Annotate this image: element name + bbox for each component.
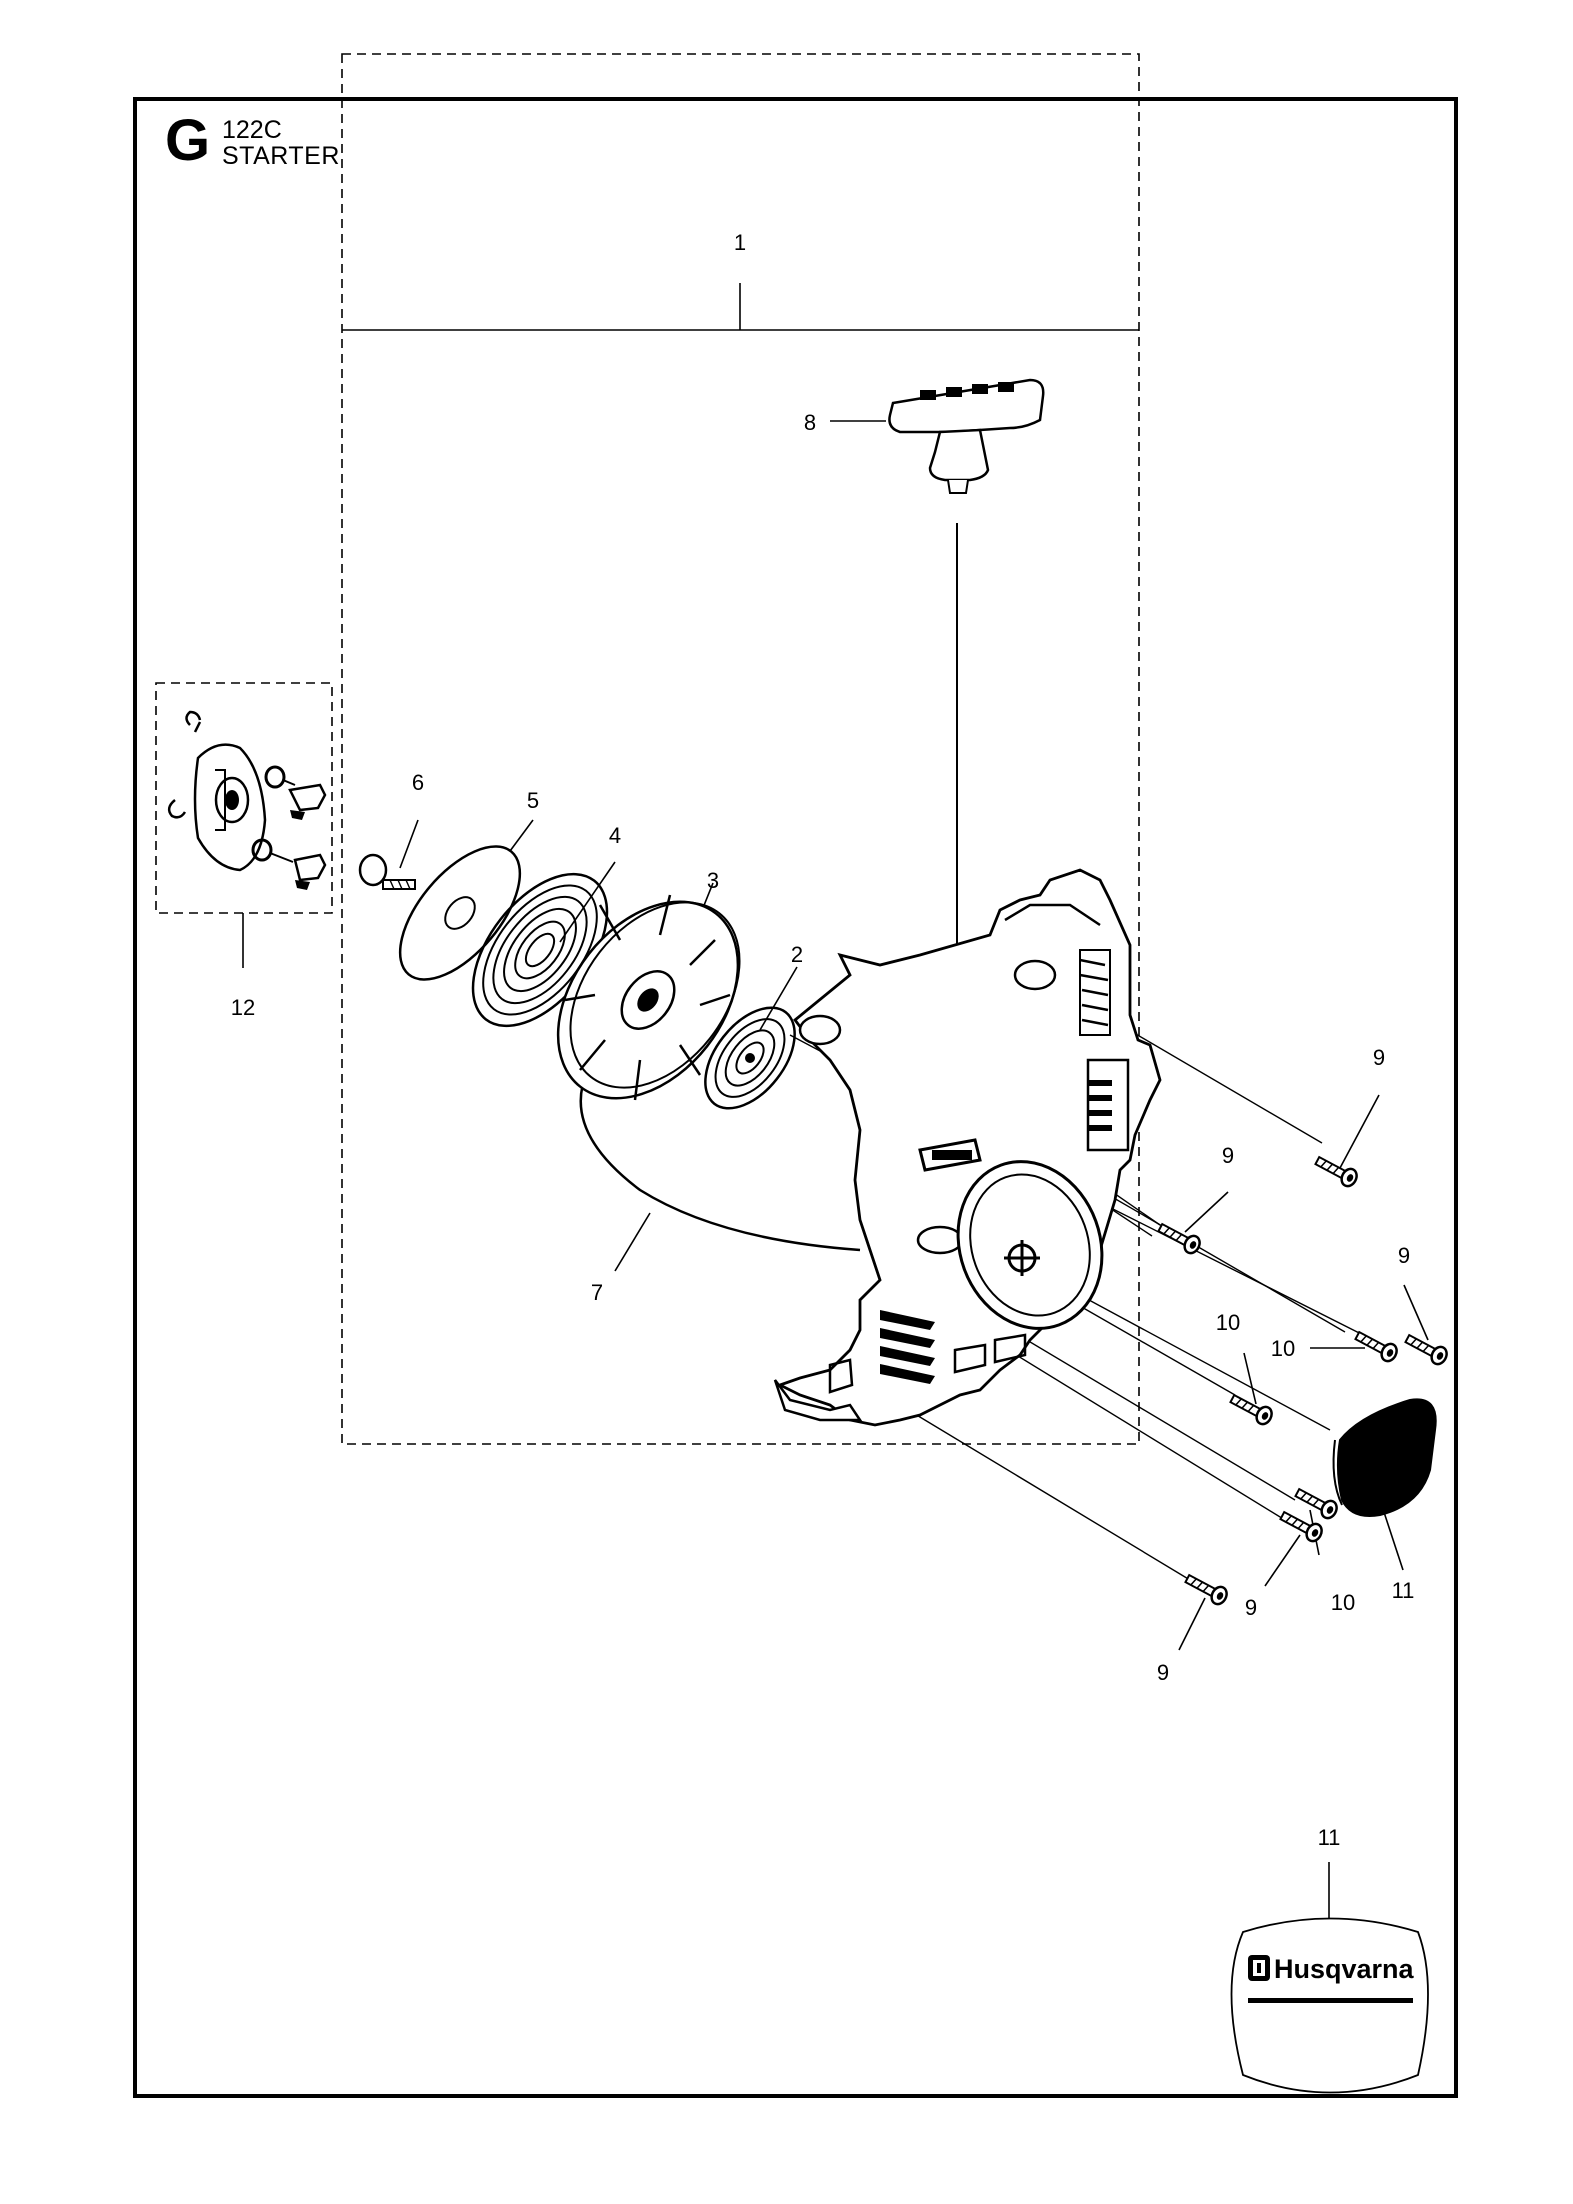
- bolt-9-bottom: [1181, 1569, 1231, 1608]
- callout-3: 3: [707, 868, 719, 893]
- rope-pulley: [556, 894, 741, 1101]
- assembly-1-boundary: [341, 53, 1140, 1445]
- callout-9-a: 9: [1373, 1045, 1385, 1070]
- starter-decal: [1336, 1398, 1437, 1517]
- callout-6: 6: [412, 770, 424, 795]
- callout-11: 11: [1392, 1578, 1415, 1603]
- bolt-10-lower: [1291, 1483, 1341, 1522]
- callout-7: 7: [591, 1280, 603, 1305]
- section-letter: G: [165, 108, 211, 173]
- callout-1: 1: [734, 230, 746, 255]
- callout-9-c: 9: [1398, 1243, 1410, 1268]
- starter-handle: [888, 378, 1045, 494]
- center-screw: [358, 853, 416, 890]
- bolt-9-lower: [1276, 1506, 1326, 1545]
- callout-10-c: 10: [1331, 1590, 1355, 1615]
- decal-edge: [1332, 1439, 1343, 1506]
- callout-10-a: 10: [1216, 1310, 1240, 1335]
- husqvarna-logo-text: Husqvarna: [1274, 1954, 1415, 1984]
- page-frame: [133, 97, 1458, 2098]
- rope-loop: [579, 1069, 861, 1252]
- callout-5: 5: [527, 788, 539, 813]
- model-number: 122C: [222, 116, 282, 144]
- section-title: STARTER: [222, 142, 340, 170]
- bolt-9-mid: [1154, 1218, 1204, 1257]
- bolt-9-upper-right: [1311, 1151, 1361, 1190]
- callout-8: 8: [804, 410, 816, 435]
- callout-9-b: 9: [1222, 1143, 1234, 1168]
- decal-detail: [1230, 1917, 1429, 2094]
- leader-lines: [242, 283, 1429, 1932]
- callout-4: 4: [609, 823, 621, 848]
- bolt-10-right: [1351, 1326, 1401, 1365]
- pawl-spring: [704, 1006, 796, 1110]
- callout-10-b: 10: [1271, 1336, 1295, 1361]
- pawl-assembly: [167, 710, 327, 890]
- callout-11-detail: 11: [1318, 1825, 1341, 1850]
- callout-12: 12: [231, 995, 255, 1020]
- callout-9-d: 9: [1245, 1595, 1257, 1620]
- retainer-plate: [398, 845, 522, 981]
- callout-2: 2: [791, 942, 803, 967]
- assembly-12-boundary: [155, 682, 333, 914]
- callout-9-e: 9: [1157, 1660, 1169, 1685]
- starter-housing: [773, 868, 1162, 1427]
